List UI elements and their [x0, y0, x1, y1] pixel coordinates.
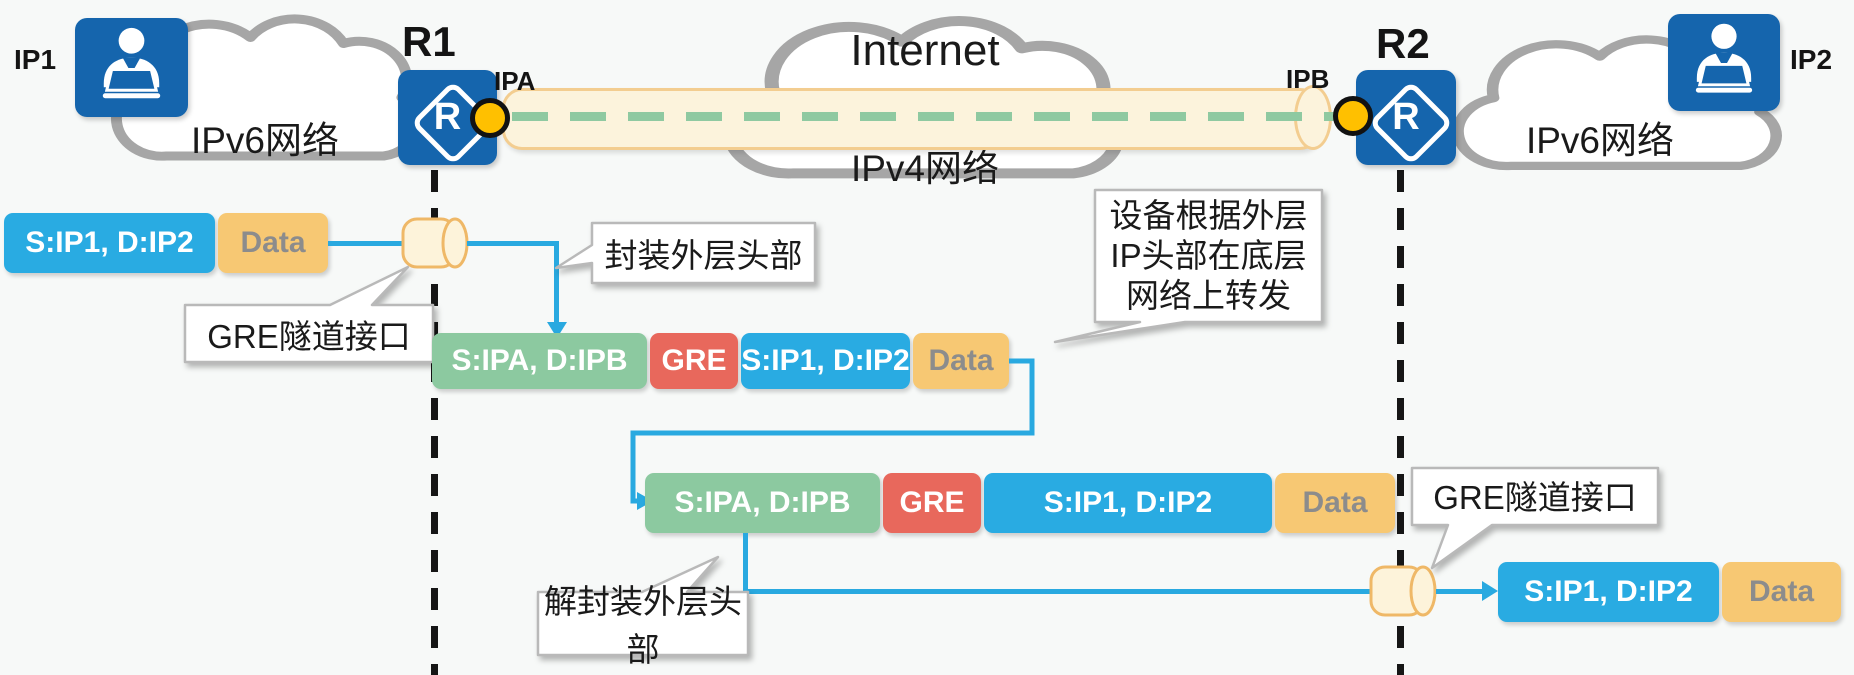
callout-forward-line2: IP头部在底层	[1110, 237, 1307, 274]
packet-outer-header: S:IPA, D:IPB	[432, 333, 647, 389]
callout-gre-if-right-bubble	[1410, 466, 1660, 570]
packet-inner-header: S:IP1, D:IP2	[1498, 562, 1719, 622]
r2-dashed-line	[1397, 170, 1404, 675]
r2-tunnel-port	[1333, 96, 1373, 136]
connector-line	[1436, 589, 1484, 594]
gre-tunnel-interface-cylinder-left	[401, 217, 469, 269]
internet-label: Internet	[850, 26, 1000, 75]
connector-line	[743, 533, 748, 593]
connector-line	[554, 241, 559, 325]
connector-line	[328, 241, 404, 246]
interface-ipa-label: IPA	[494, 66, 536, 96]
r1-label: R1	[402, 18, 456, 65]
callout-forward-line1: 设备根据外层	[1109, 197, 1308, 234]
arrow-right-icon	[1482, 581, 1498, 601]
callout-forward-bubble	[1053, 188, 1324, 344]
r1-dashed-line	[431, 170, 438, 675]
packet-gre-header: GRE	[883, 473, 981, 533]
connector-line	[743, 589, 1374, 594]
packet-data: Data	[1275, 473, 1395, 533]
packet-data: Data	[1722, 562, 1841, 622]
callout-forward-line3: 网络上转发	[1126, 277, 1291, 314]
cloud-left-label: IPv6网络	[190, 120, 340, 161]
callout-decapsulate-text: 解封装外层头部	[544, 582, 742, 668]
cloud-right-label: IPv6网络	[1525, 120, 1675, 161]
packet-gre-header: GRE	[650, 333, 738, 389]
host-ip1-icon	[75, 18, 188, 117]
gre-tunnel-interface-cylinder-right	[1369, 565, 1437, 617]
callout-forward-text: 设备根据外层 IP头部在底层 网络上转发	[1095, 196, 1322, 316]
callout-gre-if-right-text: GRE隧道接口	[1433, 478, 1637, 516]
callout-encapsulate-bubble	[554, 221, 817, 285]
callout-gre-if-left-text: GRE隧道接口	[207, 317, 411, 355]
packet-inner-header: S:IP1, D:IP2	[984, 473, 1272, 533]
tunnel-dashed-path	[512, 112, 1342, 121]
user-laptop-icon	[102, 27, 161, 99]
r1-tunnel-port	[470, 98, 510, 138]
interface-ipb-label: IPB	[1286, 64, 1330, 94]
connector-line	[467, 241, 559, 246]
r2-label: R2	[1376, 20, 1430, 67]
user-laptop-icon	[1695, 23, 1753, 93]
router-glyph: R	[1392, 96, 1420, 138]
host-ip2-icon	[1668, 14, 1780, 111]
packet-data: Data	[218, 213, 328, 273]
callout-decapsulate-bubble	[536, 555, 750, 657]
packet-data: Data	[913, 333, 1009, 389]
ipv4-network-label: IPv4网络	[850, 148, 1000, 189]
packet-inner-header: S:IP1, D:IP2	[741, 333, 910, 389]
packet-inner-header: S:IP1, D:IP2	[4, 213, 215, 273]
callout-encapsulate-text: 封装外层头部	[604, 237, 803, 274]
host-ip1-label: IP1	[14, 44, 57, 75]
callout-gre-if-left-bubble	[183, 265, 435, 364]
host-ip2-label: IP2	[1790, 44, 1833, 75]
packet-outer-header: S:IPA, D:IPB	[645, 473, 880, 533]
router-glyph: R	[433, 96, 462, 138]
